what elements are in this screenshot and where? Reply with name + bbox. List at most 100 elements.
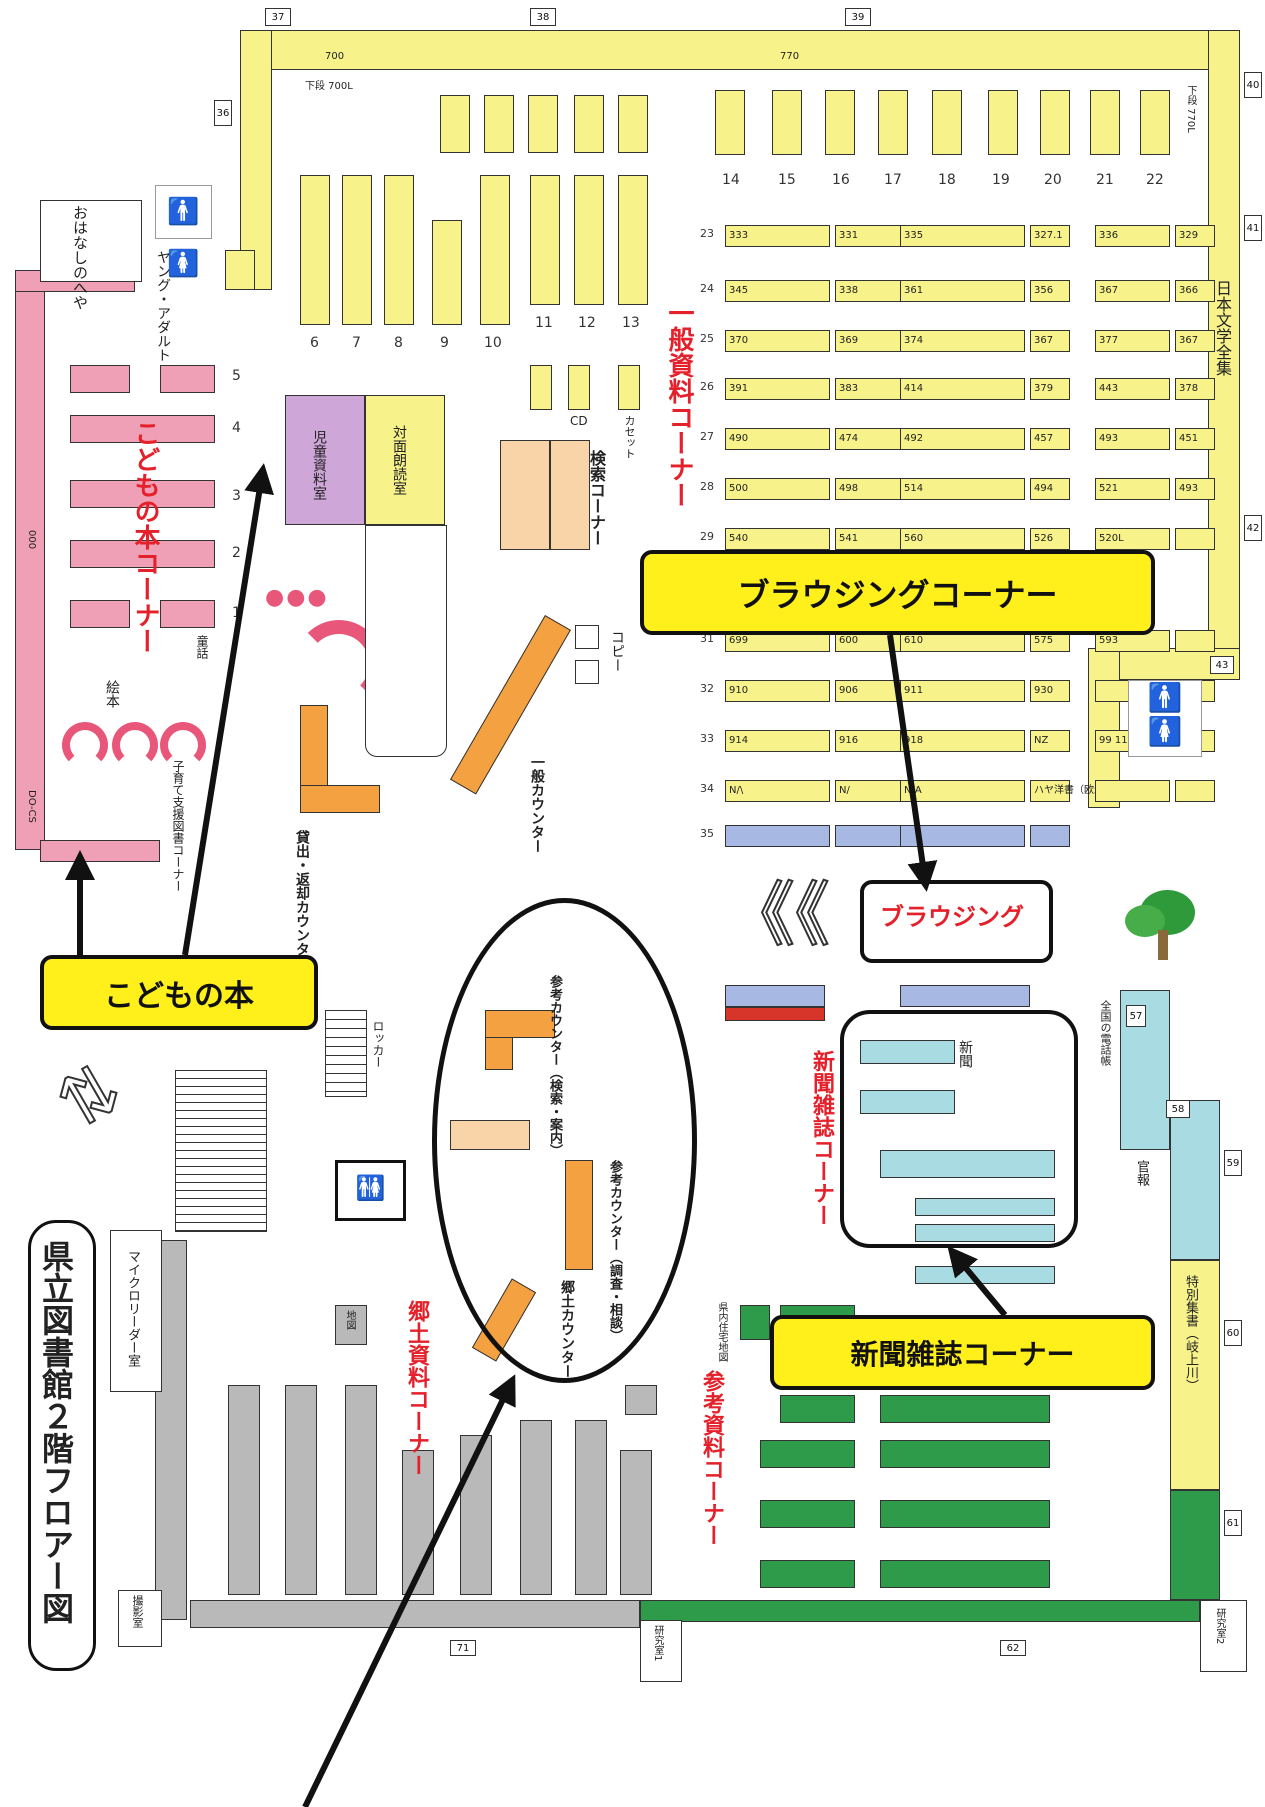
shelf-label: 391 [729, 383, 749, 394]
local-shelf [520, 1420, 552, 1595]
newspaper-shelf [915, 1198, 1055, 1216]
top-short-shelf [440, 95, 470, 153]
research-room-1 [640, 1620, 682, 1682]
left-wall-000: 000 [26, 530, 37, 550]
research-room-2 [1200, 1600, 1247, 1672]
general-shelf-col [530, 175, 560, 305]
shelf-label: 490 [729, 433, 749, 444]
edge-number: 60 [1224, 1320, 1242, 1346]
bottom-green-wall [640, 1600, 1200, 1622]
browsing-callout: ブラウジングコーナー [640, 550, 1155, 635]
shelf-label: 910 [729, 685, 749, 696]
edge-number: 62 [1000, 1640, 1026, 1656]
special-collection-green [1170, 1490, 1220, 1600]
browsing-blue-shelf-2 [900, 985, 1030, 1007]
row-shelf [1175, 478, 1215, 500]
lending-counter [300, 705, 328, 795]
children-shelf [70, 600, 130, 628]
prefectural-maps-label: 県内住宅地図 [716, 1302, 727, 1362]
children-left-wall [15, 290, 45, 850]
row-shelf [1095, 378, 1170, 400]
row-number: 33 [700, 732, 714, 745]
local-shelf [228, 1385, 260, 1595]
children-row-number: 1 [232, 605, 241, 621]
search-desk [550, 440, 590, 550]
microfilm-room [110, 1230, 162, 1392]
left-wall-dl: DO-CS [26, 790, 37, 823]
children-corner-label: こどもの本コーナー [130, 420, 160, 654]
reference-shelf [760, 1440, 855, 1468]
row-shelf [1030, 680, 1070, 702]
top-short-shelf-right [1040, 90, 1070, 155]
newspaper-callout: 新聞雑誌コーナー [770, 1315, 1155, 1390]
children-shelf [70, 365, 130, 393]
shelf-label: 374 [904, 335, 924, 346]
top-short-shelf-right [1140, 90, 1170, 155]
shelf-label: 99 119 [1099, 735, 1134, 746]
tree-icon [1120, 890, 1200, 960]
right-wall-blue-lower [1170, 1100, 1220, 1260]
shelf-label: 338 [839, 285, 859, 296]
local-shelf [345, 1385, 377, 1595]
stairs [175, 1070, 267, 1232]
row-number: 34 [700, 782, 714, 795]
shelf-label: 914 [729, 735, 749, 746]
shelf-label: 494 [1034, 483, 1054, 494]
cd-label: CD [570, 414, 588, 428]
shelf-label: 526 [1034, 533, 1054, 544]
top-row-number: 15 [778, 172, 796, 188]
browsing-label: ブラウジング [880, 903, 1024, 931]
childrens-reference-label: 児童資料室 [311, 430, 327, 500]
row-number: 24 [700, 282, 714, 295]
fairy-tales-label: 童話 [195, 635, 209, 659]
elevator-icon: 🚻 [335, 1160, 406, 1221]
general-shelf-col [432, 220, 462, 325]
top-short-shelf-right [878, 90, 908, 155]
shelf-label: 514 [904, 483, 924, 494]
shelf-label: 474 [839, 433, 859, 444]
row-number: 32 [700, 682, 714, 695]
row-shelf [1175, 330, 1215, 352]
top-wall-770: 770 [780, 51, 800, 62]
children-row-number: 5 [232, 368, 241, 384]
shelf-label: 521 [1099, 483, 1119, 494]
top-short-shelf-right [988, 90, 1018, 155]
seating-arc [62, 722, 108, 768]
shelf-label: 575 [1034, 635, 1054, 646]
col-number: 11 [535, 315, 553, 331]
general-counter [450, 615, 571, 795]
entrance-arrow-icon: ⇅ [42, 1045, 136, 1147]
face-reading-label: 対面朗読室 [391, 425, 407, 495]
shelf-label: N/A [904, 785, 922, 796]
newspaper-shelf [860, 1040, 955, 1064]
top-short-shelf-right [772, 90, 802, 155]
lower-700-label: 下段 700L [305, 81, 353, 92]
edge-number: 39 [845, 8, 871, 26]
shelf-label: 492 [904, 433, 924, 444]
row-shelf [900, 378, 1025, 400]
col-number: 6 [310, 335, 319, 351]
shelf-label: 498 [839, 483, 859, 494]
shelf-label: 383 [839, 383, 859, 394]
atlas-shelf [335, 1305, 367, 1345]
children-row-number: 2 [232, 545, 241, 561]
row-shelf [725, 825, 830, 847]
shelf-label: 699 [729, 635, 749, 646]
lending-counter-label: 貸出・返却カウンター [294, 830, 310, 970]
local-shelf [575, 1420, 607, 1595]
shelf-label: 906 [839, 685, 859, 696]
reference-corner-label: 参考資料コーナー [699, 1370, 724, 1546]
local-corner-label: 郷土資料コーナー [404, 1300, 429, 1476]
special-collection-label: 特別集書（岐上川） [1183, 1275, 1198, 1392]
photo-room [118, 1590, 162, 1647]
row-shelf [1175, 225, 1215, 247]
top-short-shelf-right [715, 90, 745, 155]
cd-shelf [568, 365, 590, 410]
shelf-label: 610 [904, 635, 924, 646]
reference-shelf [760, 1500, 855, 1528]
col-number: 13 [622, 315, 640, 331]
row-number: 27 [700, 430, 714, 443]
top-short-shelf-right [825, 90, 855, 155]
edge-number: 58 [1166, 1100, 1190, 1118]
edge-number: 38 [530, 8, 556, 26]
